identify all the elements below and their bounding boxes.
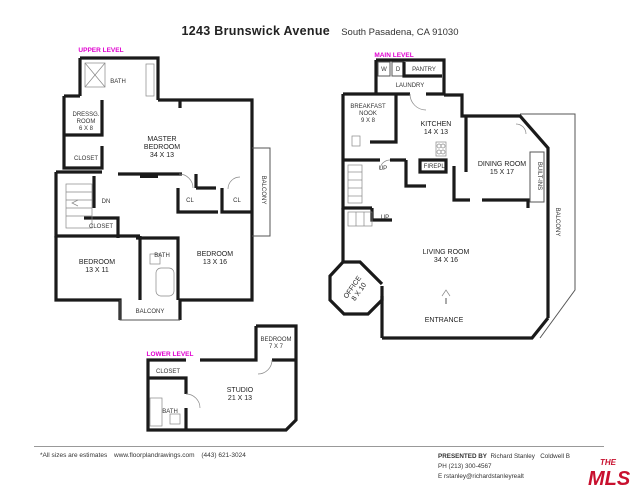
city-text: South Pasadena, CA 91030 <box>341 27 459 38</box>
upper-level-walls <box>54 56 271 321</box>
plan-title: 1243 Brunswick Avenue South Pasadena, CA… <box>0 24 640 38</box>
address-text: 1243 Brunswick Avenue <box>181 24 331 38</box>
main-level-label: MAIN LEVEL <box>374 52 413 59</box>
laundry-label: LAUNDRY <box>396 83 425 89</box>
washer-label: W <box>381 67 387 73</box>
mls-logo-mls: MLS <box>588 468 631 489</box>
dressing-room-label-2: ROOM <box>77 119 96 125</box>
upper-cl-b: CL <box>233 198 241 204</box>
breakfast-nook-label: BREAKFAST <box>350 104 386 110</box>
bedroom-right-label: BEDROOM <box>197 251 233 258</box>
builtins-label: BUILT-INS <box>536 162 542 190</box>
drafter-phone: (443) 621-3024 <box>201 452 246 459</box>
bedroom-left-label: BEDROOM <box>79 259 115 266</box>
studio-label: STUDIO <box>227 387 254 394</box>
studio-dim: 21 X 13 <box>228 395 252 402</box>
footer-left: *All sizes are estimates www.floorplandr… <box>40 452 251 459</box>
lower-level-walls <box>146 324 298 432</box>
mls-logo: THE MLS <box>586 455 636 490</box>
mls-logo-graphic: THE MLS <box>586 455 636 490</box>
dressing-room-label: DRESSG. <box>72 112 99 118</box>
living-room-dim: 34 X 16 <box>434 257 458 264</box>
upper-closet-b: CLOSET <box>89 224 113 230</box>
pantry-label: PANTRY <box>412 67 436 73</box>
presented-by-label: PRESENTED BY <box>438 453 487 460</box>
fireplace-label: FIREPL. <box>424 164 447 170</box>
dryer-label: D <box>396 67 401 73</box>
upper-level-details <box>65 62 241 297</box>
kitchen-label: KITCHEN <box>421 121 452 128</box>
main-balcony-label: BALCONY <box>554 208 560 237</box>
lower-bedroom-label: BEDROOM <box>260 337 291 343</box>
entrance-label: ENTRANCE <box>425 317 464 324</box>
main-level-details <box>347 93 527 297</box>
master-bedroom-label: MASTER <box>147 136 176 143</box>
agent-name: Richard Stanley <box>490 453 535 460</box>
main-level-walls <box>328 58 576 340</box>
upper-level-label: UPPER LEVEL <box>78 47 123 54</box>
agent-phone: PH (213) 300-4567 <box>438 463 492 470</box>
master-bedroom-dim: 34 X 13 <box>150 152 174 159</box>
upper-closet-a: CLOSET <box>74 156 98 162</box>
mls-logo-the: THE <box>600 458 617 467</box>
upper-dn-label: DN <box>102 199 111 205</box>
master-bedroom-label-2: BEDROOM <box>144 144 180 151</box>
brokerage-name: Coldwell B <box>540 453 570 460</box>
main-up-label-a: UP <box>379 166 387 172</box>
website-link[interactable]: www.floorplandrawings.com <box>114 452 195 459</box>
dressing-room-dim: 6 X 8 <box>79 126 94 132</box>
breakfast-nook-label-2: NOOK <box>359 111 377 117</box>
bedroom-right-dim: 13 X 16 <box>203 259 227 266</box>
living-room-label: LIVING ROOM <box>423 249 470 256</box>
lower-closet-label: CLOSET <box>156 369 180 375</box>
lower-level-label: LOWER LEVEL <box>147 351 194 358</box>
lower-bedroom-dim: 7 X 7 <box>269 344 284 350</box>
upper-balcony-bottom: BALCONY <box>136 309 165 315</box>
dining-room-dim: 15 X 17 <box>490 169 514 176</box>
agent-email[interactable]: E rstanley@richardstanleyrealt <box>438 473 524 480</box>
bedroom-left-dim: 13 X 11 <box>85 267 109 274</box>
office-label-group: OFFICE 8 X 10 <box>343 275 369 303</box>
kitchen-dim: 14 X 13 <box>424 129 448 136</box>
dining-room-label: DINING ROOM <box>478 161 526 168</box>
upper-bath-label: BATH <box>110 79 126 85</box>
upper-bath-mid: BATH <box>154 253 170 259</box>
estimate-note: *All sizes are estimates <box>40 452 108 459</box>
breakfast-nook-dim: 9 X 8 <box>361 118 376 124</box>
footer-divider <box>34 446 604 447</box>
main-up-label-b: UP <box>381 215 389 221</box>
upper-balcony-right: BALCONY <box>260 176 266 205</box>
upper-cl-a: CL <box>186 198 194 204</box>
lower-level-details <box>149 359 273 427</box>
agent-info: PRESENTED BY Richard Stanley Coldwell B … <box>438 452 570 482</box>
lower-bath-label: BATH <box>162 409 178 415</box>
